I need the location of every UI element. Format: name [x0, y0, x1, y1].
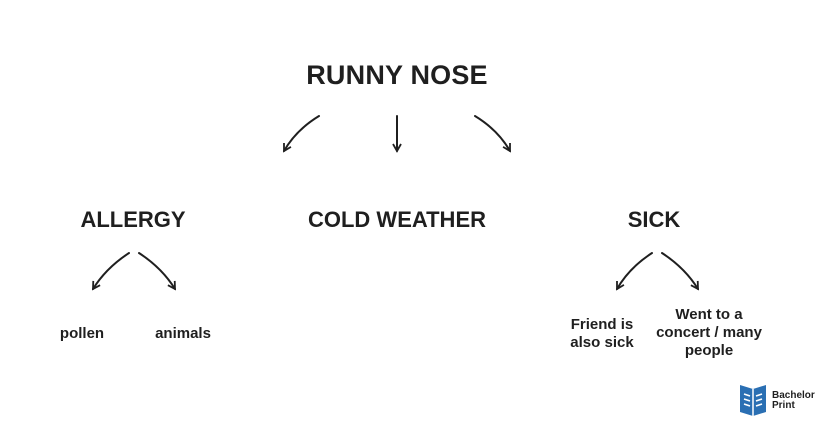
logo-line-2: Print	[772, 400, 795, 411]
node-allergy: ALLERGY	[80, 207, 186, 232]
arrow-allergy-to-animals	[138, 252, 176, 291]
arrow-sick-to-concert	[661, 252, 699, 291]
root-node: RUNNY NOSE	[306, 60, 488, 90]
leaf-concert-many-people: Went to a concert / many people	[656, 306, 762, 359]
leaf-pollen: pollen	[59, 325, 105, 342]
node-sick: SICK	[627, 207, 681, 232]
logo-line-1: Bachelor	[772, 390, 815, 401]
arrow-root-to-allergy	[283, 115, 320, 153]
leaf-animals: animals	[155, 325, 211, 342]
arrow-allergy-to-pollen	[92, 252, 130, 291]
logo-wordmark: Bachelor Print	[772, 391, 815, 411]
arrow-root-to-sick	[474, 115, 511, 153]
bachelor-print-logo-icon	[740, 385, 766, 416]
leaf-friend-also-sick: Friend is also sick	[570, 316, 634, 351]
node-cold-weather: COLD WEATHER	[307, 207, 487, 232]
arrow-sick-to-friend	[616, 252, 653, 291]
